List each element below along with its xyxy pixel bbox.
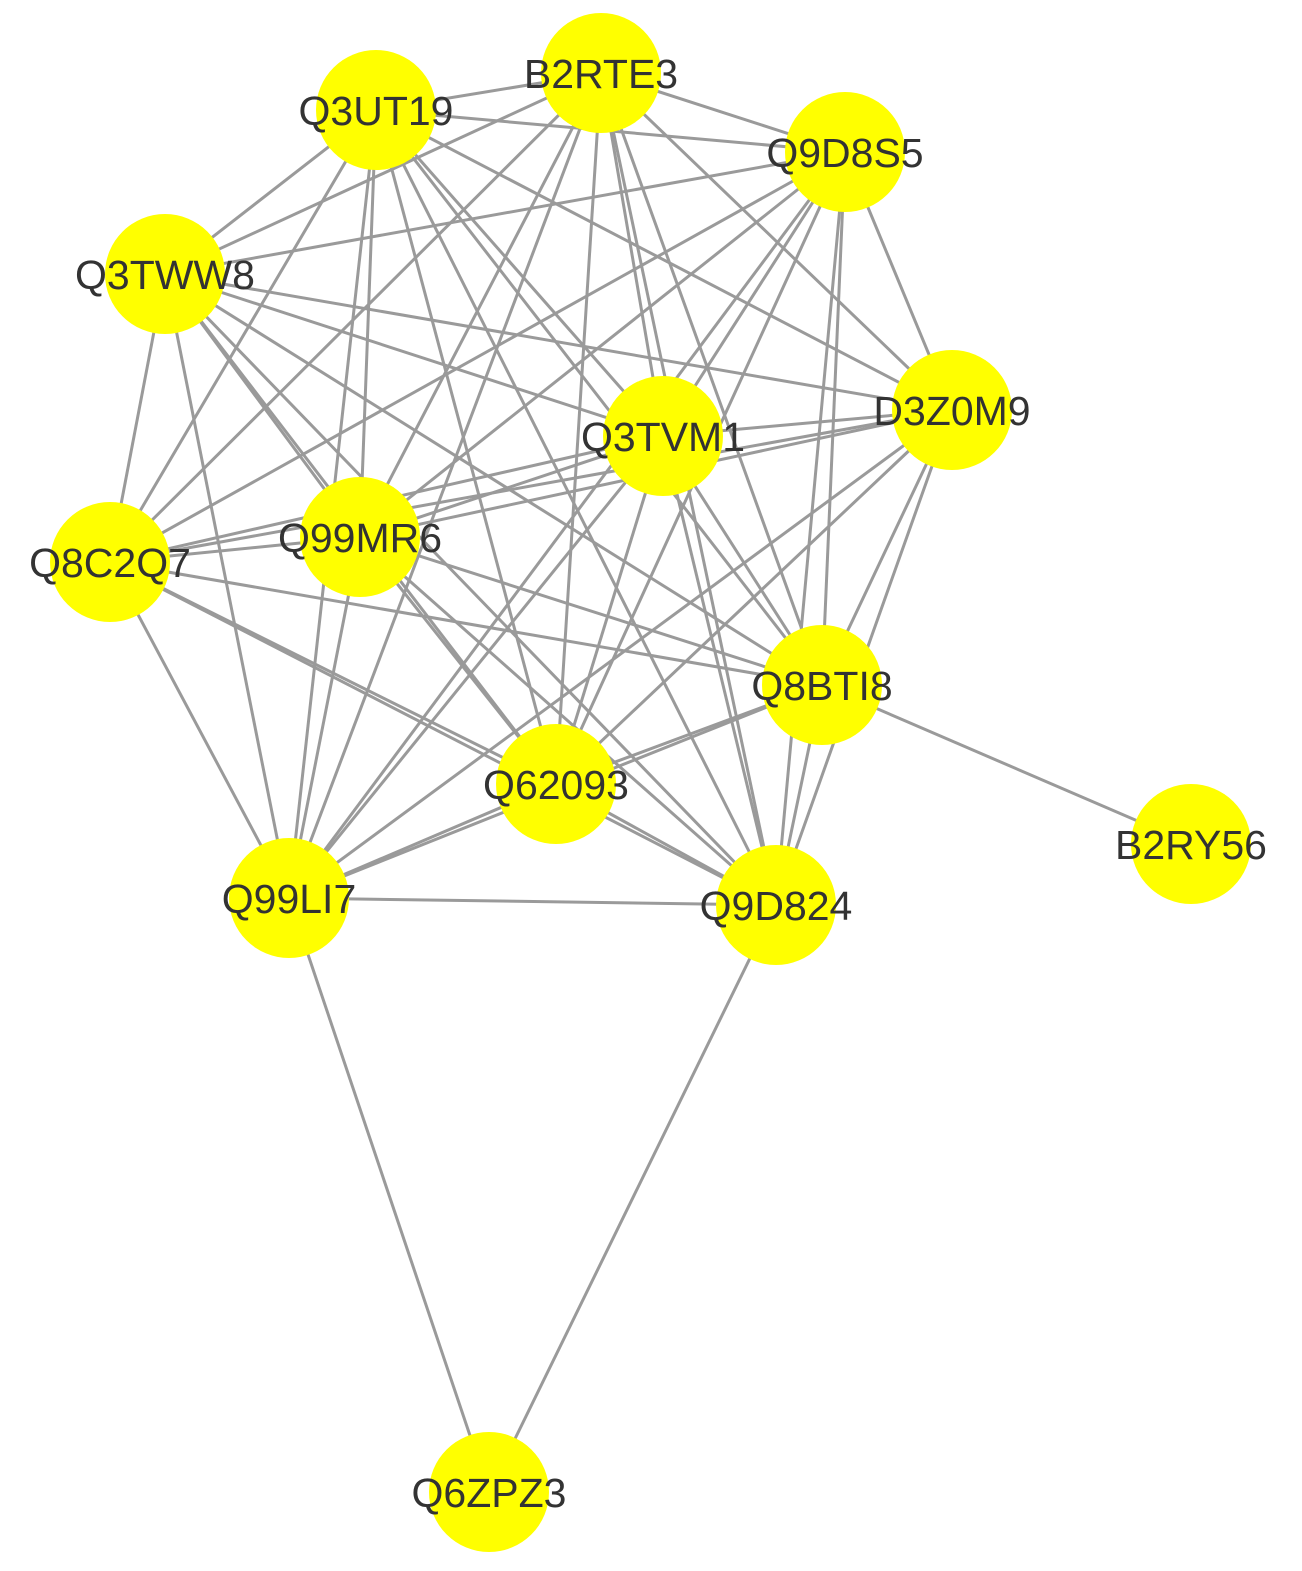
node-d3z0m9[interactable]: D3Z0M9 <box>873 350 1031 470</box>
edge-q8bti8-b2ry56 <box>821 683 1192 846</box>
node-label: Q6ZPZ3 <box>412 1470 567 1516</box>
node-circle <box>785 92 905 212</box>
nodes-layer: B2RTE3Q3UT19Q9D8S5Q3TWW8D3Z0M9Q3TVM1Q8C2… <box>29 13 1267 1552</box>
edge-q3tvm1-q9d824 <box>661 435 778 906</box>
node-label: Q3TVM1 <box>581 414 745 460</box>
edge-q8c2q7-d3z0m9 <box>109 408 953 564</box>
node-circle <box>229 838 349 958</box>
edge-q3ut19-q8c2q7 <box>108 109 378 563</box>
node-q8c2q7[interactable]: Q8C2Q7 <box>29 502 191 622</box>
node-label: B2RTE3 <box>524 51 678 97</box>
edge-q8c2q7-q8bti8 <box>109 560 823 687</box>
edge-q3ut19-q9d824 <box>374 109 778 906</box>
edge-q3ut19-q62093 <box>374 109 558 785</box>
node-q9d824[interactable]: Q9D824 <box>700 845 853 965</box>
edge-q99mr6-q99li7 <box>287 536 362 899</box>
edge-d3z0m9-q99li7 <box>288 408 953 900</box>
edge-b2rte3-q3tvm1 <box>599 72 665 437</box>
node-label: Q3UT19 <box>299 88 454 134</box>
node-circle <box>429 1432 549 1552</box>
node-label: D3Z0M9 <box>873 388 1030 434</box>
edge-q3ut19-q8bti8 <box>374 109 824 686</box>
edge-q9d824-q6zpz3 <box>487 904 778 1493</box>
node-label: B2RY56 <box>1115 822 1267 868</box>
edge-q99li7-q9d824 <box>288 896 777 907</box>
edge-q3tww8-q99li7 <box>163 273 291 899</box>
edge-q8c2q7-q99li7 <box>108 561 291 899</box>
node-circle <box>1131 784 1251 904</box>
node-q3ut19[interactable]: Q3UT19 <box>299 50 454 170</box>
node-b2ry56[interactable]: B2RY56 <box>1115 784 1267 904</box>
edge-d3z0m9-q62093 <box>554 408 954 786</box>
node-circle <box>50 502 170 622</box>
node-b2rte3[interactable]: B2RTE3 <box>524 13 678 133</box>
node-label: Q8C2Q7 <box>29 540 191 586</box>
edge-q9d8s5-q99mr6 <box>359 150 846 539</box>
node-circle <box>316 50 436 170</box>
node-q99mr6[interactable]: Q99MR6 <box>278 477 442 597</box>
edge-q9d8s5-q8c2q7 <box>109 150 846 564</box>
node-circle <box>496 724 616 844</box>
edge-b2rte3-q62093 <box>554 72 603 785</box>
edge-b2rte3-q3tww8 <box>164 71 602 276</box>
node-label: Q3TWW8 <box>75 252 255 298</box>
edge-q3tww8-d3z0m9 <box>164 272 953 412</box>
node-circle <box>541 13 661 133</box>
node-label: Q99MR6 <box>278 515 442 561</box>
node-label: Q9D824 <box>700 883 853 929</box>
edge-q3tww8-q3tvm1 <box>164 272 664 438</box>
edges-layer <box>108 71 1192 1493</box>
edge-q3tww8-q8bti8 <box>164 272 823 687</box>
edge-q9d8s5-q8bti8 <box>820 151 847 686</box>
node-q8bti8[interactable]: Q8BTI8 <box>751 625 893 745</box>
edge-q3tww8-q9d824 <box>163 272 778 907</box>
node-q99li7[interactable]: Q99LI7 <box>222 838 357 958</box>
edge-q99mr6-q8bti8 <box>359 535 823 687</box>
edge-q3ut19-q3tvm1 <box>374 109 665 437</box>
node-label: Q9D8S5 <box>766 130 923 176</box>
edge-q3ut19-q99mr6 <box>358 109 378 538</box>
edge-b2rte3-q99mr6 <box>358 72 603 538</box>
node-label: Q8BTI8 <box>751 663 892 709</box>
node-circle <box>105 214 225 334</box>
edge-b2rte3-q8bti8 <box>599 72 824 686</box>
node-circle <box>762 625 882 745</box>
edge-q3tvm1-q62093 <box>554 435 665 785</box>
node-label: Q99LI7 <box>222 876 357 922</box>
edge-b2rte3-q8c2q7 <box>108 71 603 564</box>
node-q3tww8[interactable]: Q3TWW8 <box>75 214 255 334</box>
edge-q99li7-q6zpz3 <box>287 897 491 1493</box>
node-circle <box>892 350 1012 470</box>
node-circle <box>300 477 420 597</box>
node-q6zpz3[interactable]: Q6ZPZ3 <box>412 1432 567 1552</box>
node-q3tvm1[interactable]: Q3TVM1 <box>581 376 745 496</box>
node-circle <box>603 376 723 496</box>
edge-q3ut19-d3z0m9 <box>375 108 953 412</box>
edge-q9d8s5-q9d824 <box>774 151 847 906</box>
node-q9d8s5[interactable]: Q9D8S5 <box>766 92 924 212</box>
node-q62093[interactable]: Q62093 <box>483 724 629 844</box>
edge-q9d8s5-q3tww8 <box>164 150 846 276</box>
edge-q99mr6-q9d824 <box>359 535 777 907</box>
edge-q3tvm1-q99li7 <box>287 435 665 899</box>
edge-q8c2q7-q9d824 <box>109 560 777 907</box>
node-circle <box>716 845 836 965</box>
node-label: Q62093 <box>483 762 629 808</box>
